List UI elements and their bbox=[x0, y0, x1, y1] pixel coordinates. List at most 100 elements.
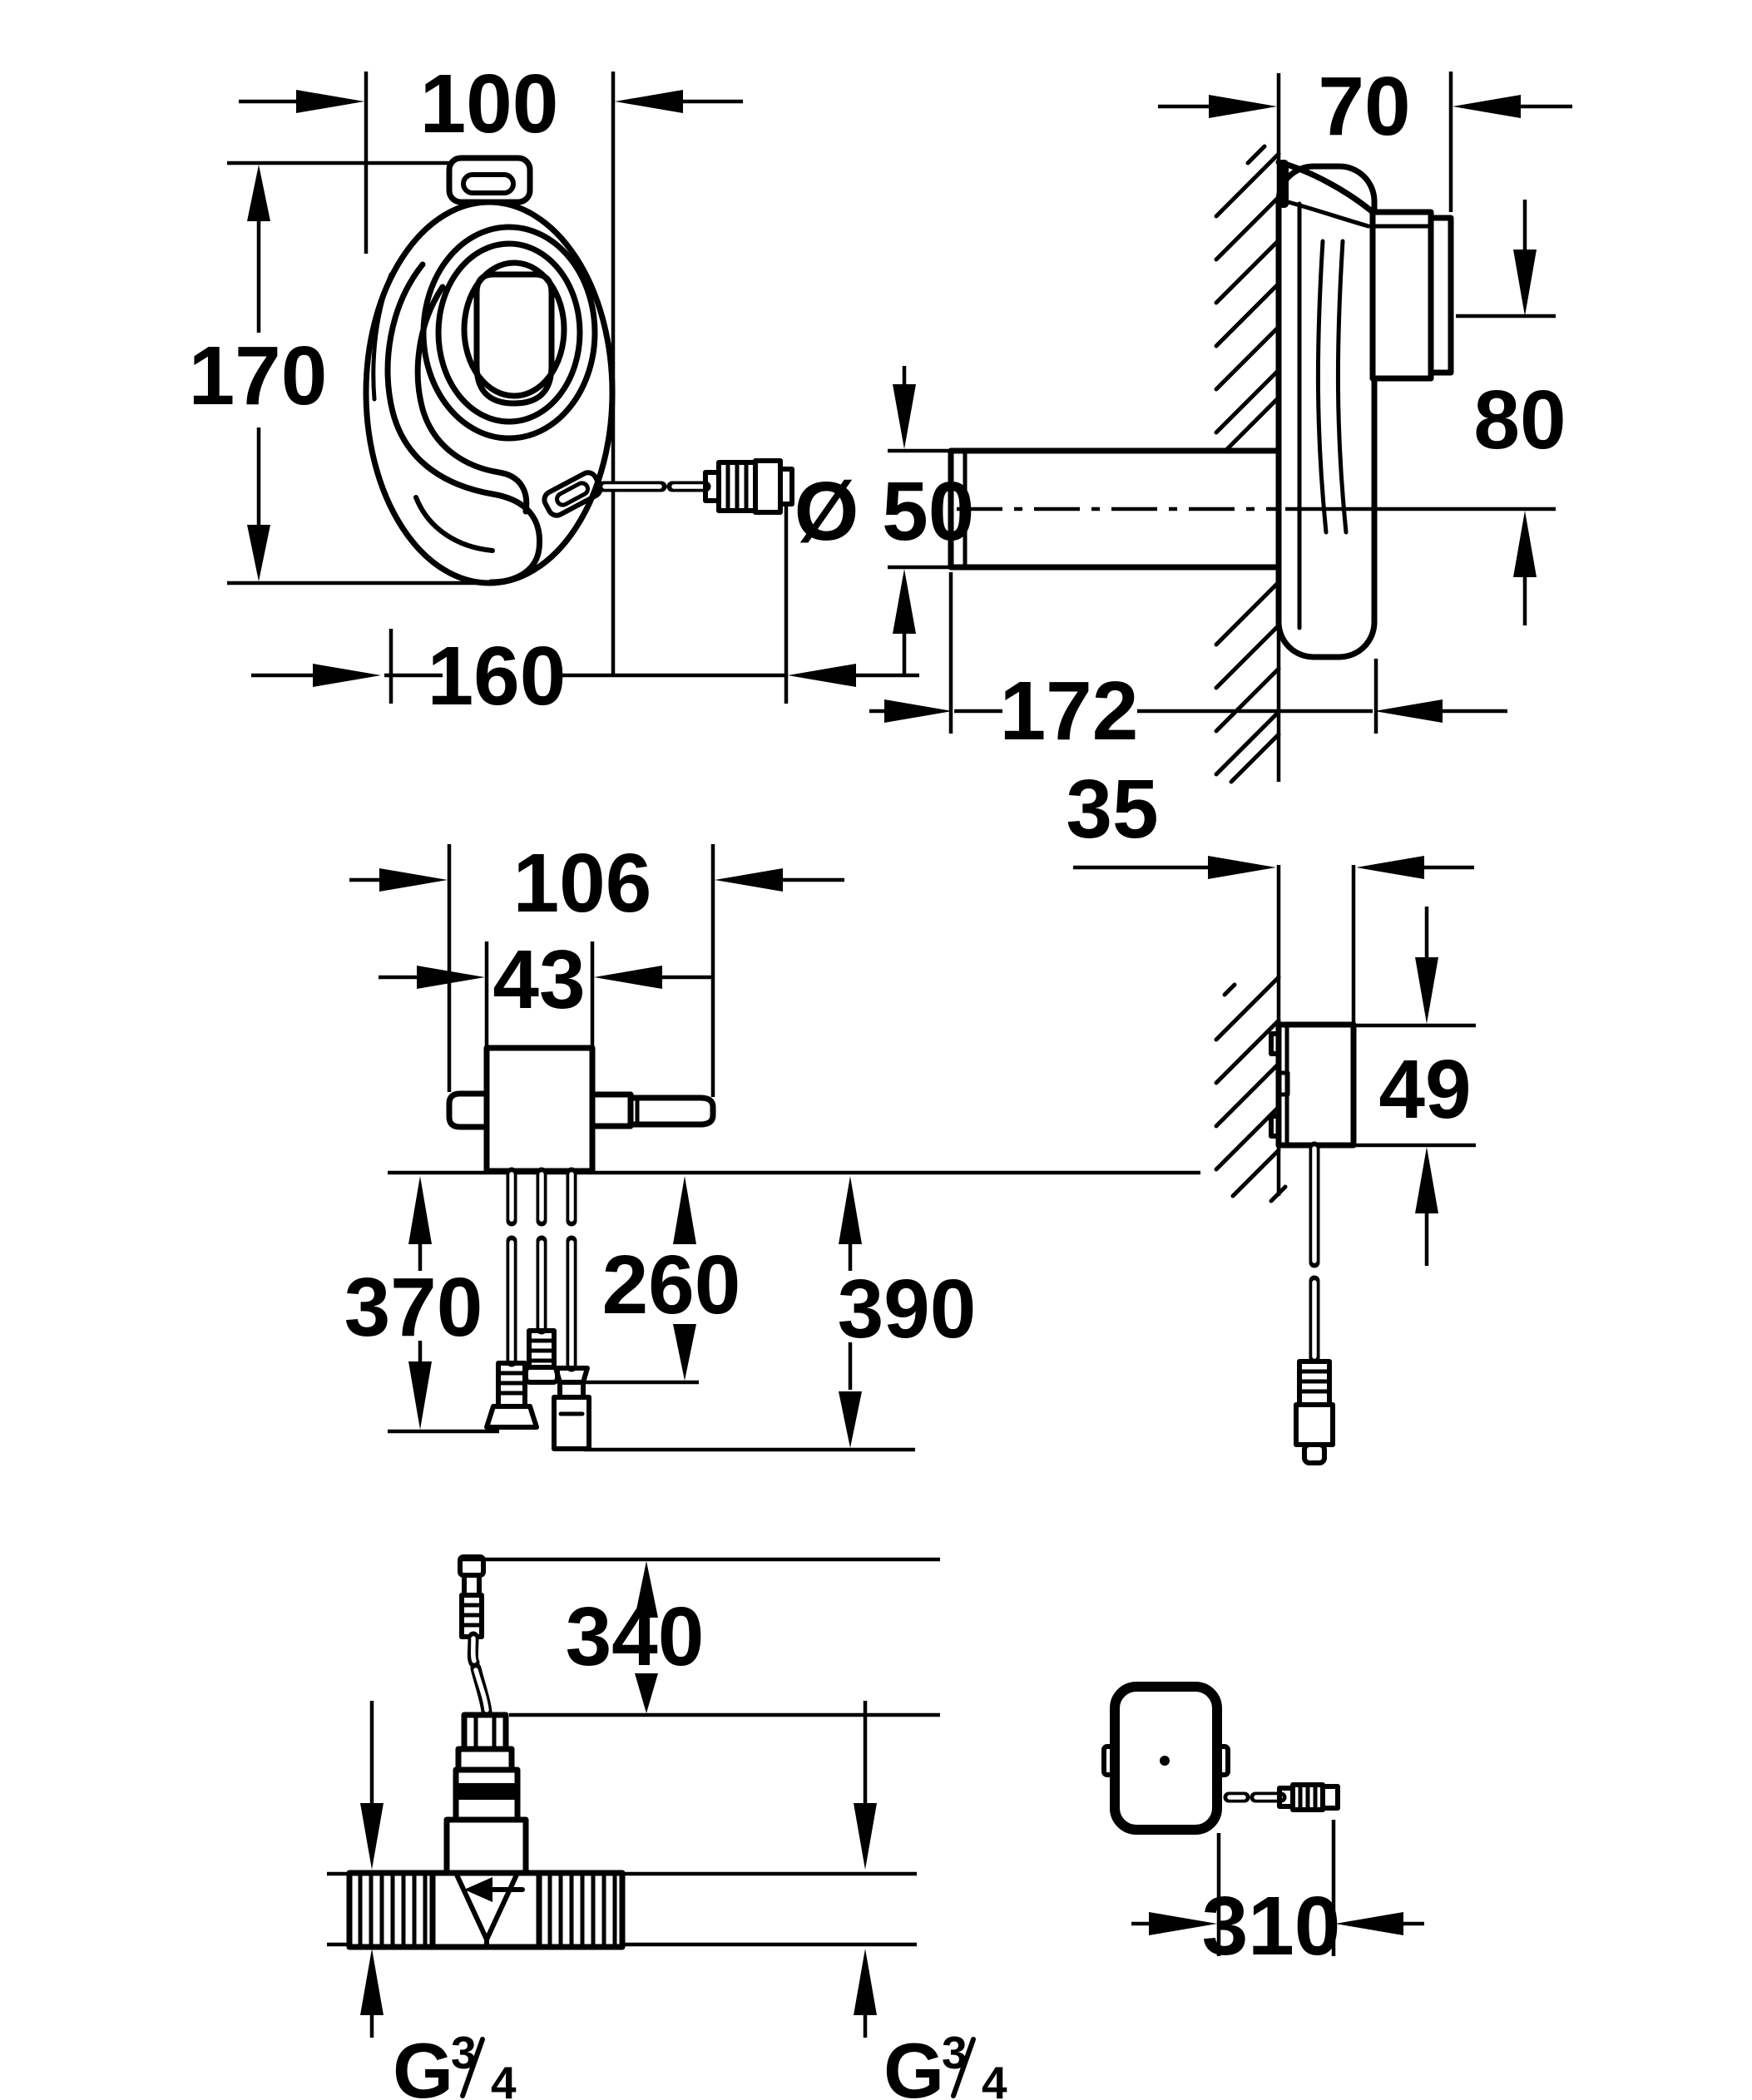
dim-cover-height: 170 bbox=[189, 161, 478, 586]
connector-rib-lines bbox=[496, 1371, 527, 1396]
left-stub bbox=[446, 1090, 490, 1130]
solenoid-band bbox=[456, 1783, 517, 1800]
sensor-cable-assembly bbox=[458, 1554, 492, 1717]
cover-outer-shell bbox=[363, 199, 616, 586]
dim-label-outlet-offset: 80 bbox=[1473, 373, 1566, 467]
arrowhead-right-icon bbox=[417, 966, 485, 989]
flange-taper-inner bbox=[1276, 197, 1371, 229]
arrowhead-down-icon bbox=[635, 1673, 658, 1713]
arrowhead-up-icon bbox=[673, 1176, 696, 1244]
flange-taper bbox=[1275, 159, 1376, 215]
control-side-cable bbox=[1294, 1141, 1335, 1465]
arrowhead-down-icon bbox=[247, 525, 270, 581]
arrowhead-right-icon bbox=[379, 868, 448, 892]
view-control-side: 35 49 bbox=[1066, 763, 1476, 1465]
fraction-slash bbox=[951, 2037, 976, 2098]
cover-lens-body bbox=[1275, 163, 1378, 660]
connector-tip bbox=[778, 467, 794, 506]
dim-power-cable: 310 bbox=[1131, 1820, 1424, 1973]
dim-label-cable-reach: 160 bbox=[428, 630, 567, 723]
dim-label-power-cable: 310 bbox=[1202, 1880, 1341, 1973]
connector-rib-lines bbox=[725, 460, 749, 513]
arrowhead-right-icon bbox=[1209, 95, 1277, 118]
dim-cover-width: 100 bbox=[239, 57, 743, 675]
dim-label-cover-height: 170 bbox=[189, 329, 328, 422]
spiral-ring-inner bbox=[461, 259, 567, 399]
hatch-lines bbox=[1214, 975, 1288, 1203]
cable-core bbox=[471, 1636, 477, 1663]
connector-rib-lines bbox=[1298, 1782, 1318, 1812]
spiral-ring-mid bbox=[435, 240, 583, 425]
connector-barrel bbox=[753, 458, 783, 515]
view-valve: 340 bbox=[327, 1554, 1007, 2100]
right-stub-inner bbox=[589, 1091, 634, 1129]
connector-tip bbox=[1302, 1442, 1327, 1465]
control-housing bbox=[483, 1045, 596, 1174]
cover-profile bbox=[1275, 159, 1454, 660]
arrowhead-up-icon bbox=[893, 569, 916, 634]
sensor-rib-lines bbox=[459, 1603, 484, 1628]
spiral-bottom-curve bbox=[413, 495, 495, 553]
view-cover-front: 100 170 bbox=[189, 57, 919, 723]
dim-box-depth: 35 bbox=[1066, 763, 1474, 1025]
valve-seat-lines bbox=[453, 1870, 520, 1949]
spiral-core bbox=[473, 271, 555, 407]
view-cover-side: 70 80 Ø 50 172 bbox=[794, 60, 1572, 784]
outlet-cylinder bbox=[1369, 209, 1434, 382]
pipe-stub-right bbox=[622, 1871, 917, 1947]
arrowhead-up-icon bbox=[1415, 1147, 1438, 1213]
dim-thread-right: G 3 4 bbox=[854, 1701, 1007, 2100]
lens-curve bbox=[1315, 239, 1329, 535]
fraction-slash bbox=[460, 2037, 485, 2098]
spiral-sweep-inner bbox=[414, 284, 530, 515]
box-clip bbox=[1277, 1070, 1290, 1097]
cable-clip-body bbox=[542, 470, 603, 518]
mounting-tab-slot bbox=[461, 172, 516, 195]
dim-label-body-width: 43 bbox=[492, 933, 585, 1026]
arrowhead-down-icon bbox=[673, 1324, 696, 1381]
hatch-lines-lower bbox=[1214, 580, 1281, 784]
dim-total-width: 106 bbox=[349, 837, 844, 1097]
arrowhead-down-icon bbox=[1415, 957, 1438, 1024]
dim-label-cover-depth: 70 bbox=[1318, 60, 1410, 153]
flow-arrow-icon bbox=[464, 1877, 492, 1902]
dim-body-width: 43 bbox=[379, 933, 712, 1094]
supply-pipe bbox=[948, 447, 1282, 571]
connector-cap bbox=[1320, 1784, 1340, 1811]
flange-lip bbox=[1279, 160, 1289, 208]
arrowhead-left-icon bbox=[715, 868, 783, 892]
plug-body bbox=[552, 1395, 591, 1451]
dim-label-cable-middle: 260 bbox=[602, 1238, 741, 1332]
arrowhead-right-icon bbox=[296, 90, 364, 113]
valve-body bbox=[327, 1712, 917, 1950]
control-box-profile bbox=[1269, 1021, 1357, 1149]
arrowhead-up-icon bbox=[854, 1949, 877, 2015]
dim-assembly-depth: 172 bbox=[869, 572, 1507, 758]
cable-stub-cores bbox=[509, 1172, 574, 1222]
arrowhead-up-icon bbox=[635, 1561, 658, 1618]
spiral-sweep-outer bbox=[384, 261, 543, 586]
spiral-ring-outer bbox=[420, 224, 598, 442]
cover-inner-wall bbox=[371, 272, 393, 402]
hatch-line bbox=[1245, 144, 1267, 166]
arrowhead-down-icon bbox=[854, 1803, 877, 1870]
dim-outlet-offset: 80 bbox=[1285, 200, 1566, 625]
arrowhead-up-icon bbox=[839, 1176, 862, 1244]
control-cables bbox=[484, 1167, 591, 1451]
valve-collar bbox=[455, 1746, 515, 1773]
arrowhead-left-icon bbox=[594, 966, 662, 989]
arrowhead-left-icon bbox=[1453, 95, 1521, 118]
wall-section bbox=[1214, 73, 1281, 784]
thread-label-denominator: 4 bbox=[982, 2057, 1007, 2100]
view-power-box: 310 bbox=[1101, 1682, 1424, 1973]
dim-thread-left: G 3 4 bbox=[360, 1701, 517, 2100]
arrowhead-down-icon bbox=[360, 1803, 384, 1870]
dim-cable-right-length: 390 bbox=[584, 1176, 976, 1452]
connector-cap bbox=[523, 1365, 560, 1385]
cable-clip bbox=[542, 470, 603, 518]
cover-outline bbox=[363, 155, 616, 586]
control-body bbox=[388, 1045, 1200, 1175]
dim-box-height: 49 bbox=[1356, 907, 1476, 1266]
